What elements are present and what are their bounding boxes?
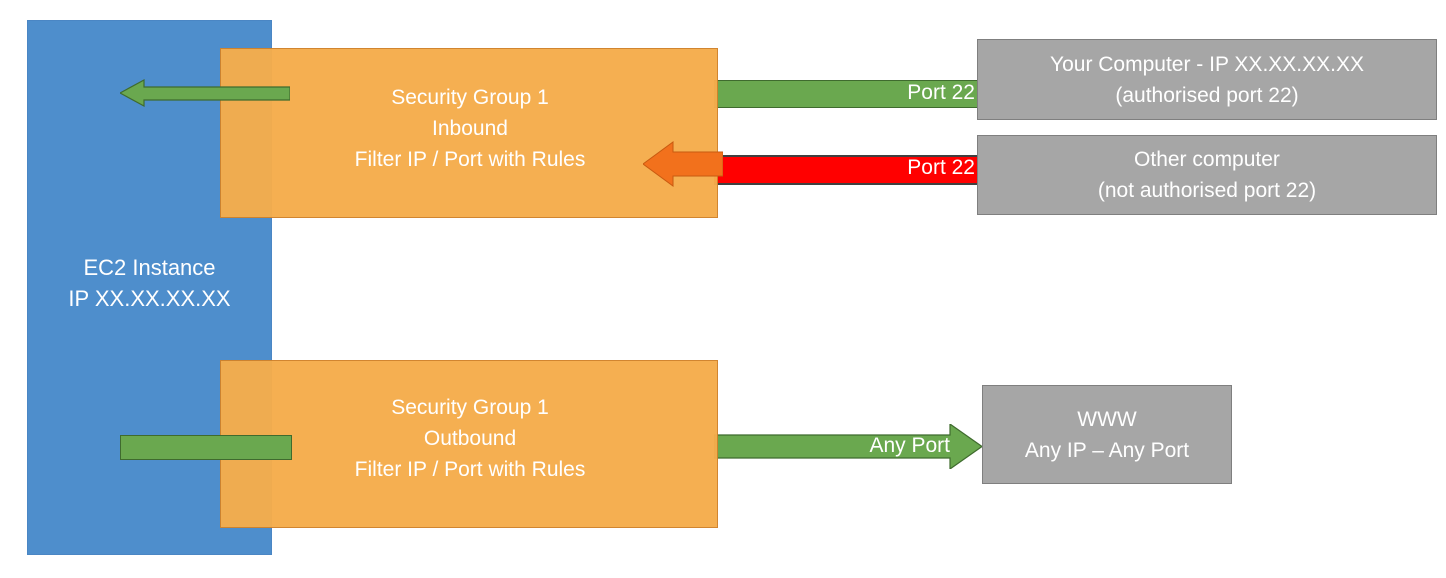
- blocked-inbound-rail: [714, 155, 980, 185]
- allowed-inbound-arrow-icon: [120, 78, 290, 108]
- allowed-outbound-stub: [120, 435, 292, 460]
- ec2-instance-label: EC2 Instance IP XX.XX.XX.XX: [68, 255, 231, 311]
- allowed-inbound-rail: [714, 80, 980, 108]
- endpoint-www: WWW Any IP – Any Port: [982, 385, 1232, 484]
- allowed-outbound-arrow-icon: [714, 424, 982, 469]
- security-group-inbound-box: [220, 48, 718, 218]
- blocked-inbound-arrow-icon: [643, 140, 723, 188]
- endpoint-other-computer: Other computer (not authorised port 22): [977, 135, 1437, 215]
- security-group-outbound-box: [220, 360, 718, 528]
- endpoint-your-computer: Your Computer - IP XX.XX.XX.XX (authoris…: [977, 39, 1437, 120]
